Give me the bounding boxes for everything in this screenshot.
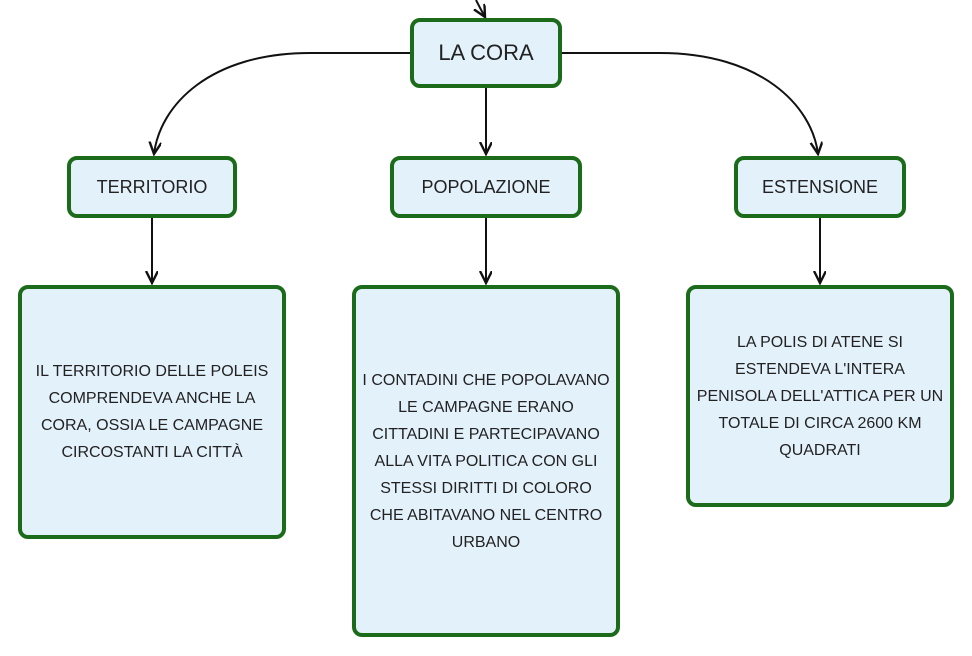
node-territorio-label: TERRITORIO: [96, 176, 208, 197]
description-popolazione[interactable]: I CONTADINI CHE POPOLAVANO LE CAMPAGNE E…: [352, 285, 620, 637]
description-estensione-text: LA POLIS DI ATENE SI ESTENDEVA L'INTERA …: [696, 333, 944, 459]
node-estensione[interactable]: ESTENSIONE: [734, 156, 906, 218]
description-territorio-text: IL TERRITORIO DELLE POLEIS COMPRENDEVA A…: [35, 363, 269, 461]
node-estensione-label: ESTENSIONE: [761, 176, 879, 197]
description-popolazione-text: I CONTADINI CHE POPOLAVANO LE CAMPAGNE E…: [362, 371, 610, 551]
root-node-la-cora[interactable]: LA CORA: [410, 18, 562, 88]
node-territorio[interactable]: TERRITORIO: [67, 156, 237, 218]
description-estensione[interactable]: LA POLIS DI ATENE SI ESTENDEVA L'INTERA …: [686, 285, 954, 507]
node-popolazione-label: POPOLAZIONE: [421, 176, 551, 197]
root-node-label: LA CORA: [438, 40, 534, 65]
node-popolazione[interactable]: POPOLAZIONE: [390, 156, 582, 218]
connector-root-territorio: [154, 52, 410, 154]
description-territorio[interactable]: IL TERRITORIO DELLE POLEIS COMPRENDEVA A…: [18, 285, 286, 539]
incoming-connector: [476, 0, 485, 17]
connector-root-estensione: [562, 52, 818, 154]
